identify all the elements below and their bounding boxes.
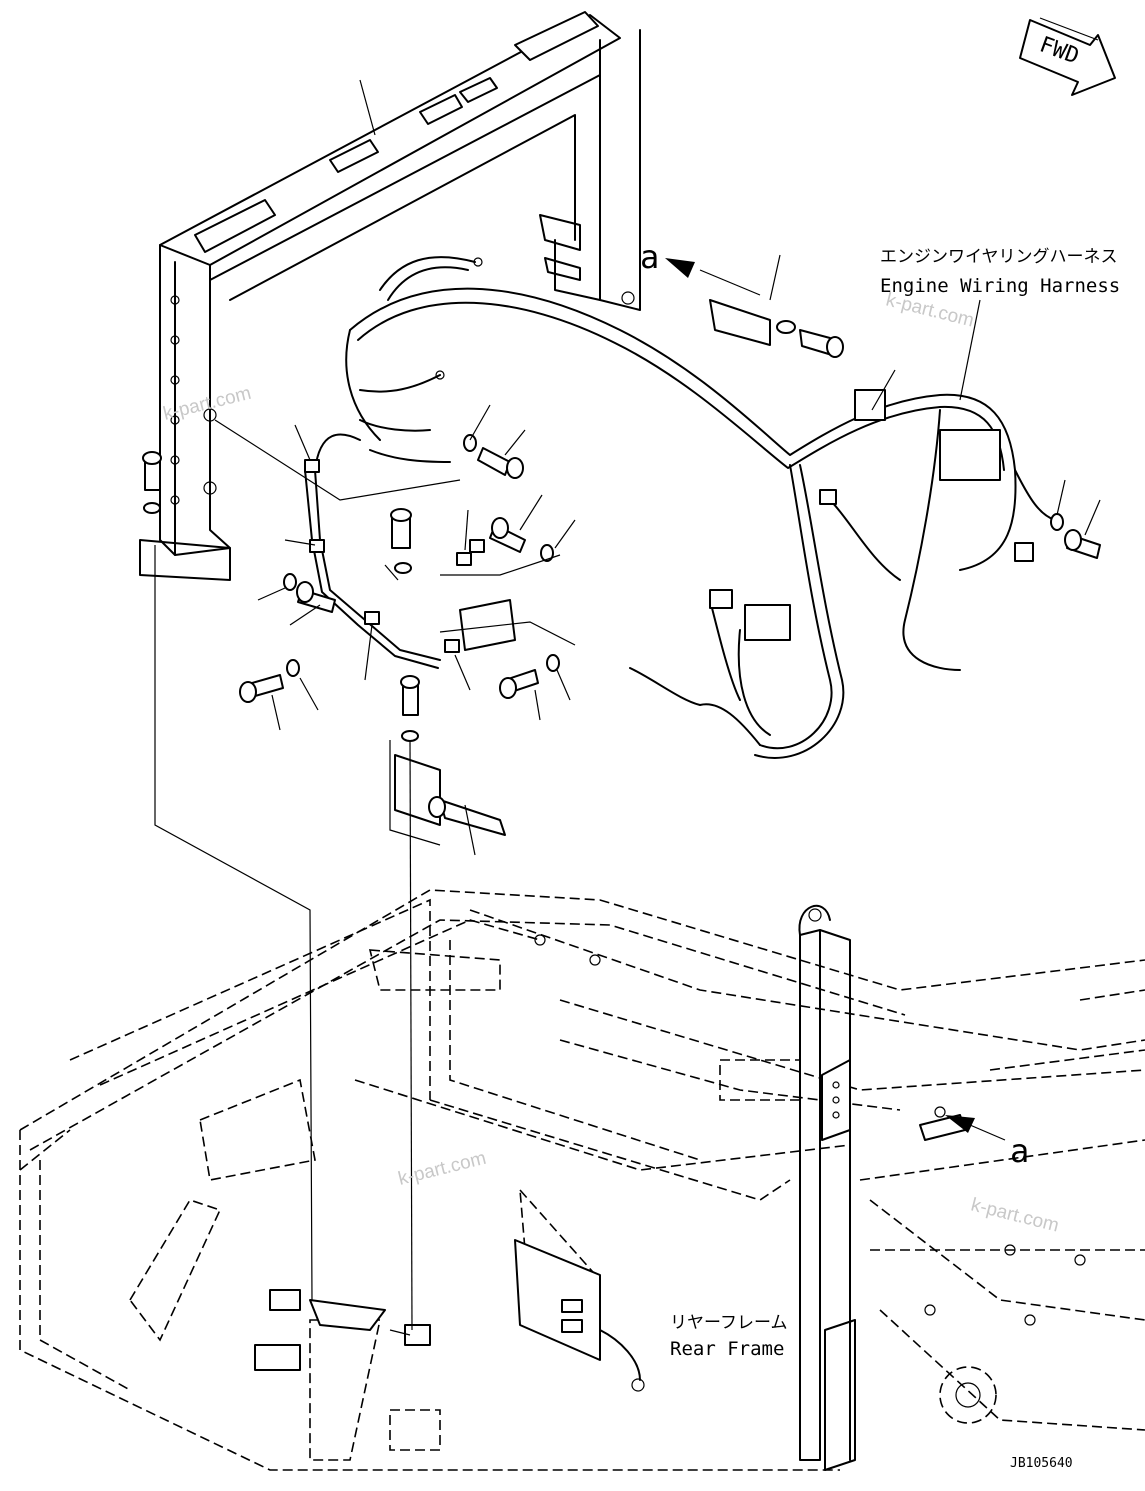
vertical-post [798,904,856,1471]
lower-bracket [389,740,506,856]
rear-frame [19,889,1145,1471]
rear-frame-label-en: Rear Frame [670,1338,784,1360]
exploded-hardware [142,419,1101,742]
watermark: k-part.com [396,1148,488,1190]
ref-a-bottom-label: a [1010,1132,1029,1170]
watermark: k-part.com [969,1194,1061,1236]
bracket-assembly-top [709,254,844,358]
drawing-id: JB105640 [1010,1456,1073,1471]
rear-frame-label-jp: リヤーフレーム [670,1313,787,1333]
fwd-arrow-icon: FWD [1019,17,1116,96]
assembly-lines [154,545,413,1336]
harness-label-jp: エンジンワイヤリングハーネス [880,247,1118,267]
ref-a-top-label: a [640,238,659,276]
reference-a-bottom: a [945,1115,1029,1170]
leader-lines [257,299,1101,731]
rear-frame-bracket [254,1106,966,1392]
engine-wiring-harness [304,256,1056,759]
reference-a-top: a [640,238,761,296]
harness-label-en: Engine Wiring Harness [880,275,1120,297]
upper-frame [139,11,641,581]
